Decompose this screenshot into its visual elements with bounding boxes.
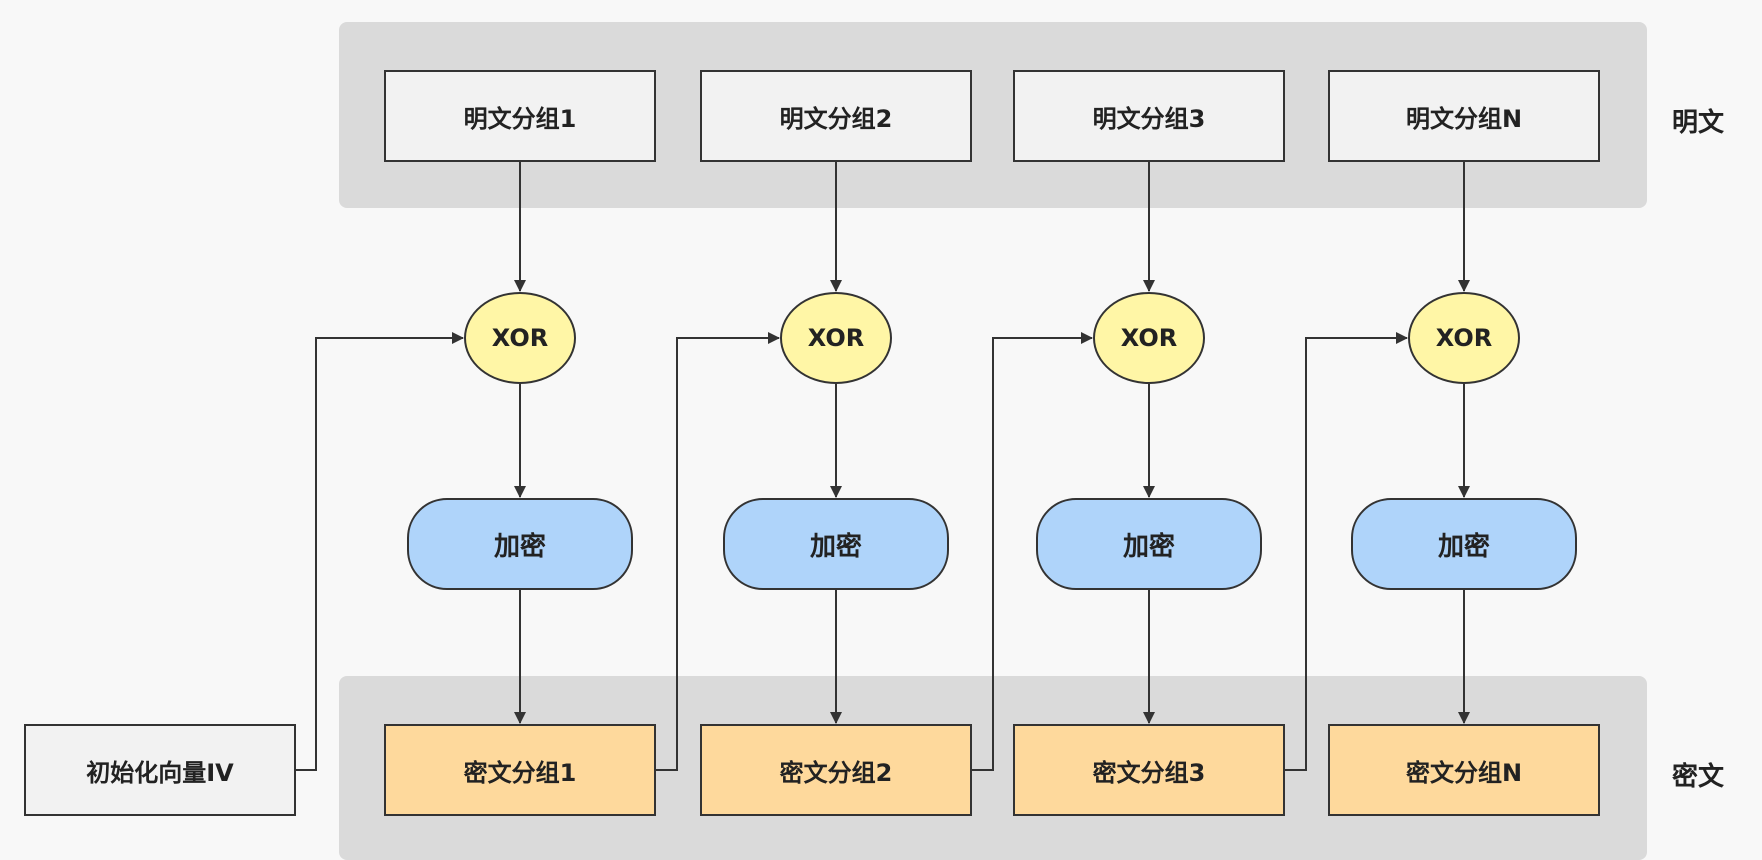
cipher-chain-line-1	[656, 332, 780, 771]
ciphertext-group-label: 密文	[1672, 762, 1725, 792]
xor-node-n: XOR	[1408, 292, 1520, 384]
encrypt-block-3: 加密	[1036, 498, 1262, 590]
ciphertext-block-n: 密文分组N	[1328, 724, 1600, 816]
cipher-chain-line-2	[972, 332, 1093, 771]
ciphertext-block-1: 密文分组1	[384, 724, 656, 816]
xor-node-2: XOR	[780, 292, 892, 384]
initialization-vector-block: 初始化向量IV	[24, 724, 296, 816]
ciphertext-block-2: 密文分组2	[700, 724, 972, 816]
plaintext-block-1: 明文分组1	[384, 70, 656, 162]
ciphertext-block-3: 密文分组3	[1013, 724, 1285, 816]
xor-node-3: XOR	[1093, 292, 1205, 384]
encrypt-block-1: 加密	[407, 498, 633, 590]
plaintext-block-2: 明文分组2	[700, 70, 972, 162]
encrypt-block-2: 加密	[723, 498, 949, 590]
plaintext-block-n: 明文分组N	[1328, 70, 1600, 162]
encrypt-block-n: 加密	[1351, 498, 1577, 590]
cipher-chain-line-3	[1285, 332, 1408, 771]
plaintext-group-label: 明文	[1672, 108, 1725, 138]
iv-to-xor-line	[296, 332, 464, 771]
xor-node-1: XOR	[464, 292, 576, 384]
plaintext-block-3: 明文分组3	[1013, 70, 1285, 162]
